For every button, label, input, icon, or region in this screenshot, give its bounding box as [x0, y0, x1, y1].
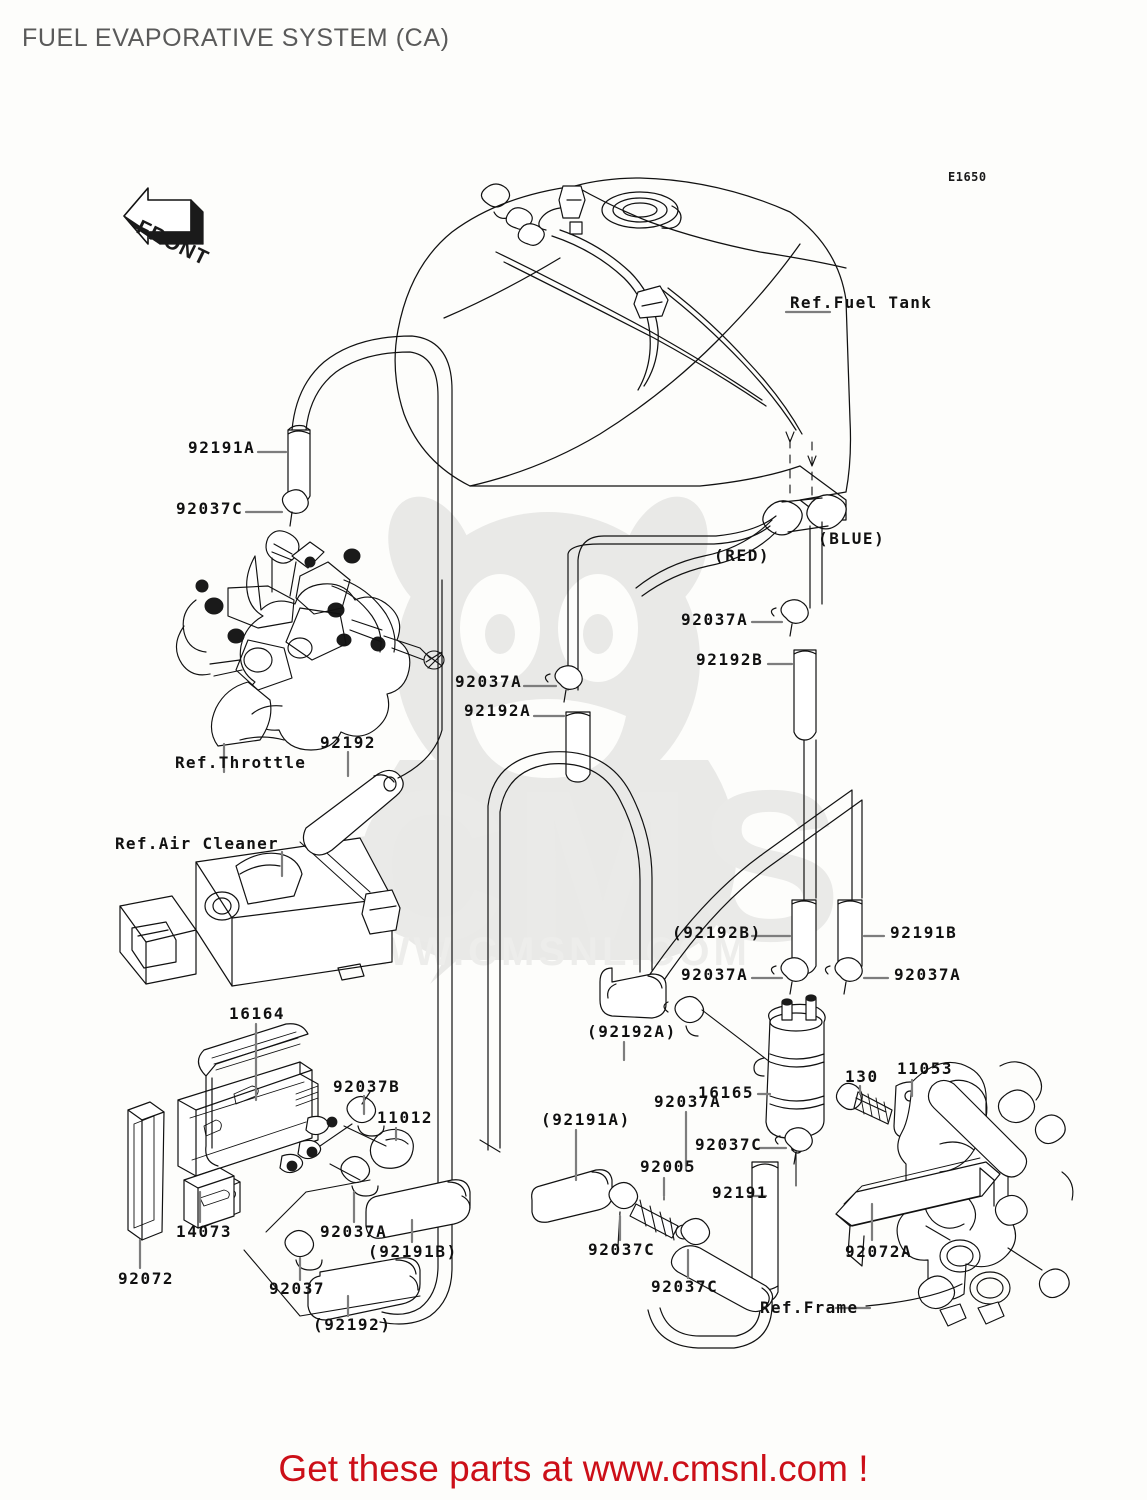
part-label-92191B-right: 92191B [890, 923, 958, 942]
clamp-92037C-right-top [774, 1127, 813, 1165]
part-label-16165: 16165 [698, 1083, 755, 1102]
part-label-92192-paren: (92192) [313, 1315, 392, 1334]
tube-92191B-paren-part [365, 1179, 471, 1239]
part-label-92037C-top: 92037C [176, 499, 244, 518]
fuel-tank-outline [394, 177, 852, 521]
part-label-92037C-right2: 92037C [588, 1240, 656, 1259]
hose-92191A-route [291, 335, 453, 1325]
part-label-92191: 92191 [712, 1183, 769, 1202]
part-label-92192A: 92192A [464, 701, 532, 720]
clamp-92037A-center [544, 665, 583, 703]
part-label-92072A: 92072A [845, 1242, 913, 1261]
part-label-14073: 14073 [176, 1222, 233, 1241]
part-label-92037A-right3: 92037A [894, 965, 962, 984]
band-92072A [835, 1157, 1001, 1267]
clamp-92037A-mid-right [824, 957, 863, 995]
air-cleaner-box [119, 835, 401, 987]
part-label-92037C-right3: 92037C [651, 1277, 719, 1296]
hose-red-route [635, 519, 777, 597]
part-label-92037-bottom: 92037 [269, 1279, 326, 1298]
clamp-92037A-separator [663, 995, 705, 1037]
clamp-92037 [284, 1229, 323, 1271]
tube-92192-paren-part [307, 1257, 421, 1321]
clamp-92037A-mid-left [770, 957, 809, 995]
part-label-92037C-right1: 92037C [695, 1135, 763, 1154]
cap-11012 [369, 1128, 414, 1169]
part-label-16164: 16164 [229, 1004, 286, 1023]
footer-promo-text: Get these parts at www.cmsnl.com ! [278, 1448, 869, 1489]
tube-92192A-paren-part [599, 967, 667, 1019]
part-label-92192: 92192 [320, 733, 377, 752]
part-label-92192B-paren: (92192B) [672, 923, 762, 942]
clamp-92037B [346, 1091, 385, 1137]
part-label-92072: 92072 [118, 1269, 175, 1288]
leader-lines [138, 310, 914, 1318]
part-label-92037A-center: 92037A [455, 672, 523, 691]
part-label-92005: 92005 [640, 1157, 697, 1176]
ref-fuel-tank-label: Ref.Fuel Tank [790, 293, 933, 312]
part-label-92037A-valve: 92037A [654, 1092, 722, 1111]
part-label-92037A-right1: 92037A [681, 610, 749, 629]
ref-throttle-label: Ref.Throttle [175, 753, 307, 772]
tube-92192A-part [565, 711, 591, 783]
ref-air-cleaner-label: Ref.Air Cleaner [115, 834, 279, 853]
part-label-92037B: 92037B [333, 1077, 401, 1096]
hose-lower-diagonal [670, 1245, 774, 1313]
clamp-92037C-top [281, 489, 309, 527]
hose-right-arc [645, 789, 863, 987]
part-label-92037A-right2: 92037A [681, 965, 749, 984]
color-red-label: (RED) [714, 546, 771, 565]
clamp-92037A-lower [340, 1155, 379, 1197]
separator-16165 [753, 994, 826, 1187]
part-label-92037A-bottom: 92037A [320, 1222, 388, 1241]
band-92072 [127, 1101, 165, 1241]
part-label-92191A-paren: (92191A) [541, 1110, 631, 1129]
page-title: FUEL EVAPORATIVE SYSTEM (CA) [22, 24, 450, 52]
bolt-130 [835, 1082, 893, 1125]
ref-frame-label: Ref.Frame [760, 1298, 859, 1317]
tube-92192 [302, 769, 404, 856]
hose-center-arc [487, 751, 653, 1151]
part-label-11012: 11012 [377, 1108, 434, 1127]
part-label-11053: 11053 [897, 1059, 954, 1078]
front-arrow-icon: FRONT [123, 187, 212, 270]
throttle-body-assembly [175, 530, 445, 751]
part-label-92192B: 92192B [696, 650, 764, 669]
part-label-92191B-paren: (92191B) [368, 1242, 458, 1261]
part-label-92191A: 92191A [188, 438, 256, 457]
duct-14073 [183, 1167, 235, 1229]
part-label-92192A-paren: (92192A) [587, 1022, 677, 1041]
sheet-code: E1650 [948, 170, 987, 184]
tube-92192B-part [793, 649, 817, 741]
part-label-130: 130 [845, 1067, 879, 1086]
clamp-92037A-right-top [770, 599, 809, 637]
tube-92191A-paren-part [531, 1169, 613, 1223]
color-blue-label: (BLUE) [818, 529, 886, 548]
